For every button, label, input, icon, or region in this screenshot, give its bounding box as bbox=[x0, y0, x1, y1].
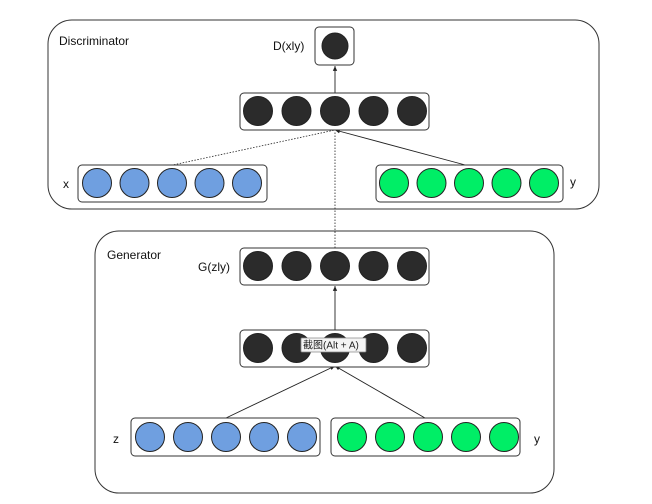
x-node bbox=[82, 168, 112, 198]
generator-title: Generator bbox=[107, 248, 161, 262]
gen-y-label: y bbox=[534, 432, 540, 446]
gen-output-node bbox=[358, 251, 389, 281]
connections bbox=[167, 66, 470, 419]
disc-y-node bbox=[454, 168, 484, 198]
discriminator-panel bbox=[47, 19, 600, 210]
disc-y-node bbox=[416, 168, 447, 198]
tooltip-text: 截图(Alt + A) bbox=[303, 339, 359, 352]
gen-hidden-node bbox=[397, 333, 427, 363]
gen-y-node bbox=[451, 422, 481, 452]
edge-x-to-disc-hidden bbox=[167, 129, 336, 167]
disc-y-node bbox=[491, 168, 522, 198]
gen-output-node bbox=[397, 251, 427, 281]
gen-output-node bbox=[320, 251, 350, 281]
x-node bbox=[194, 168, 225, 198]
x-node bbox=[119, 168, 150, 198]
x-label: x bbox=[63, 177, 69, 191]
x-node bbox=[232, 168, 262, 198]
z-label: z bbox=[113, 432, 119, 446]
disc-y-node bbox=[379, 168, 409, 198]
disc-hidden-node bbox=[397, 96, 427, 126]
d-output-node bbox=[321, 32, 349, 60]
disc-hidden-node bbox=[320, 96, 350, 126]
gen-hidden-node bbox=[243, 333, 273, 363]
z-node bbox=[211, 422, 241, 452]
screenshot-tooltip: 截图(Alt + A) bbox=[300, 337, 367, 353]
z-node bbox=[287, 422, 317, 452]
arrow-y-to-gen-hidden bbox=[334, 365, 426, 419]
z-node bbox=[249, 422, 279, 452]
gen-y-node bbox=[413, 422, 443, 452]
generator-panel bbox=[94, 230, 555, 494]
disc-hidden-node bbox=[358, 96, 389, 126]
g-output-label: G(zly) bbox=[198, 260, 230, 274]
arrow-z-to-gen-hidden bbox=[225, 365, 336, 419]
gen-y-node bbox=[489, 422, 519, 452]
z-node bbox=[135, 422, 165, 452]
arrow-y-to-disc-hidden bbox=[334, 129, 470, 167]
gen-output-node bbox=[281, 251, 312, 281]
d-output-label: D(xly) bbox=[273, 39, 304, 53]
gen-y-node bbox=[375, 422, 405, 452]
x-node bbox=[157, 168, 187, 198]
gen-output-node bbox=[243, 251, 273, 281]
disc-hidden-node bbox=[243, 96, 273, 126]
disc-y-node bbox=[529, 168, 559, 198]
z-node bbox=[173, 422, 203, 452]
tooltip-box bbox=[300, 337, 367, 353]
disc-hidden-node bbox=[281, 96, 312, 126]
discriminator-title: Discriminator bbox=[59, 34, 129, 48]
disc-y-label: y bbox=[570, 175, 576, 189]
gen-y-node bbox=[337, 422, 367, 452]
